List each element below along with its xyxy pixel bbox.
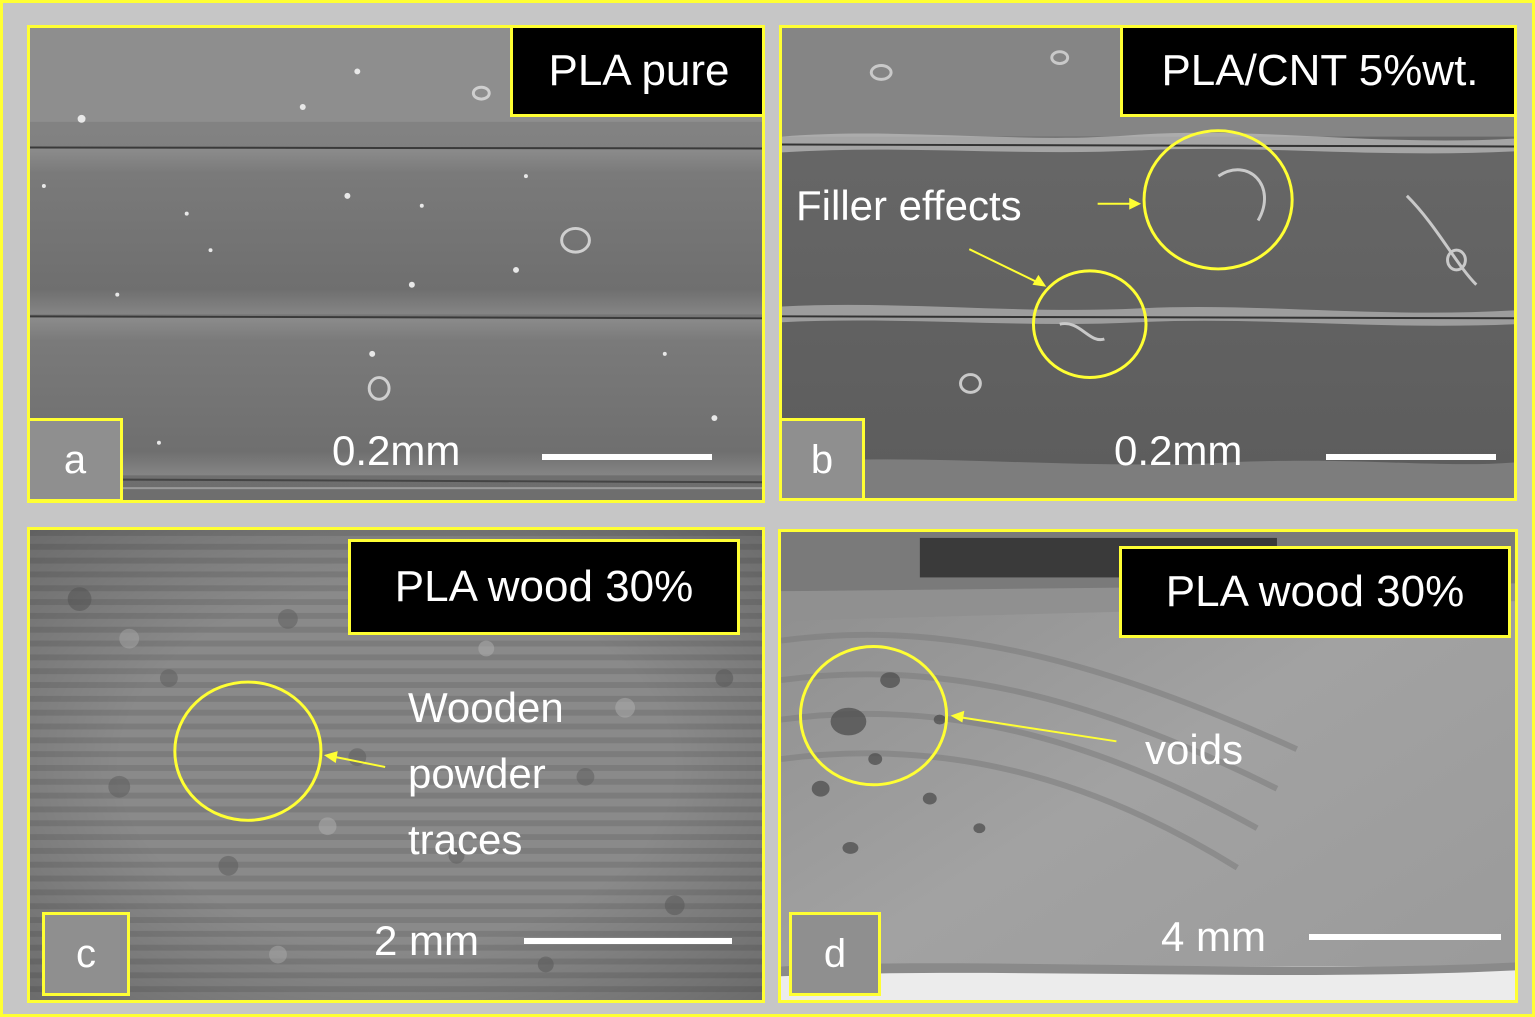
filler-effects-label: Filler effects bbox=[796, 182, 1022, 229]
panel-b-letter: b bbox=[782, 418, 865, 498]
panel-c-scale-label: 2 mm bbox=[374, 917, 479, 964]
panel-d-title: PLA wood 30% bbox=[1119, 546, 1511, 638]
panel-b-title-text: PLA/CNT 5%wt. bbox=[1161, 46, 1479, 95]
panel-a-scale-bar bbox=[542, 454, 712, 460]
panel-b: Filler effects PLA/CNT 5%wt. b 0.2mm bbox=[779, 25, 1517, 501]
panel-d: voids PLA wood 30% d 4 mm bbox=[778, 529, 1518, 1003]
wooden-traces-label: Wooden powder traces bbox=[408, 675, 564, 873]
panel-a-title-text: PLA pure bbox=[548, 46, 730, 95]
wooden-traces-line-1: Wooden bbox=[408, 684, 564, 731]
panel-c: Wooden powder traces PLA wood 30% c 2 mm bbox=[27, 527, 765, 1003]
panel-d-title-text: PLA wood 30% bbox=[1165, 567, 1465, 616]
wooden-traces-line-3: traces bbox=[408, 816, 523, 863]
panel-a-scale-label: 0.2mm bbox=[332, 427, 461, 474]
voids-label: voids bbox=[1145, 726, 1244, 773]
panel-a: PLA pure a 0.2mm bbox=[27, 25, 765, 503]
wooden-traces-line-2: powder bbox=[408, 750, 546, 797]
panel-c-title-text: PLA wood 30% bbox=[394, 562, 694, 611]
panel-d-letter-text: d bbox=[823, 931, 847, 976]
panel-b-scale-label: 0.2mm bbox=[1114, 427, 1243, 474]
panel-b-scale-bar bbox=[1326, 454, 1496, 460]
panel-c-title: PLA wood 30% bbox=[348, 539, 740, 635]
panel-d-scale-label: 4 mm bbox=[1161, 913, 1266, 960]
panel-c-letter: c bbox=[42, 912, 130, 996]
panel-d-scale-bar bbox=[1309, 934, 1501, 940]
panel-c-scale-bar bbox=[524, 938, 732, 944]
panel-a-letter: a bbox=[30, 418, 123, 500]
panel-b-title: PLA/CNT 5%wt. bbox=[1120, 28, 1514, 117]
panel-a-title: PLA pure bbox=[510, 28, 762, 117]
panel-a-letter-text: a bbox=[63, 437, 87, 482]
panel-c-letter-text: c bbox=[76, 931, 96, 976]
panel-b-letter-text: b bbox=[810, 437, 834, 482]
panel-d-letter: d bbox=[789, 912, 881, 996]
